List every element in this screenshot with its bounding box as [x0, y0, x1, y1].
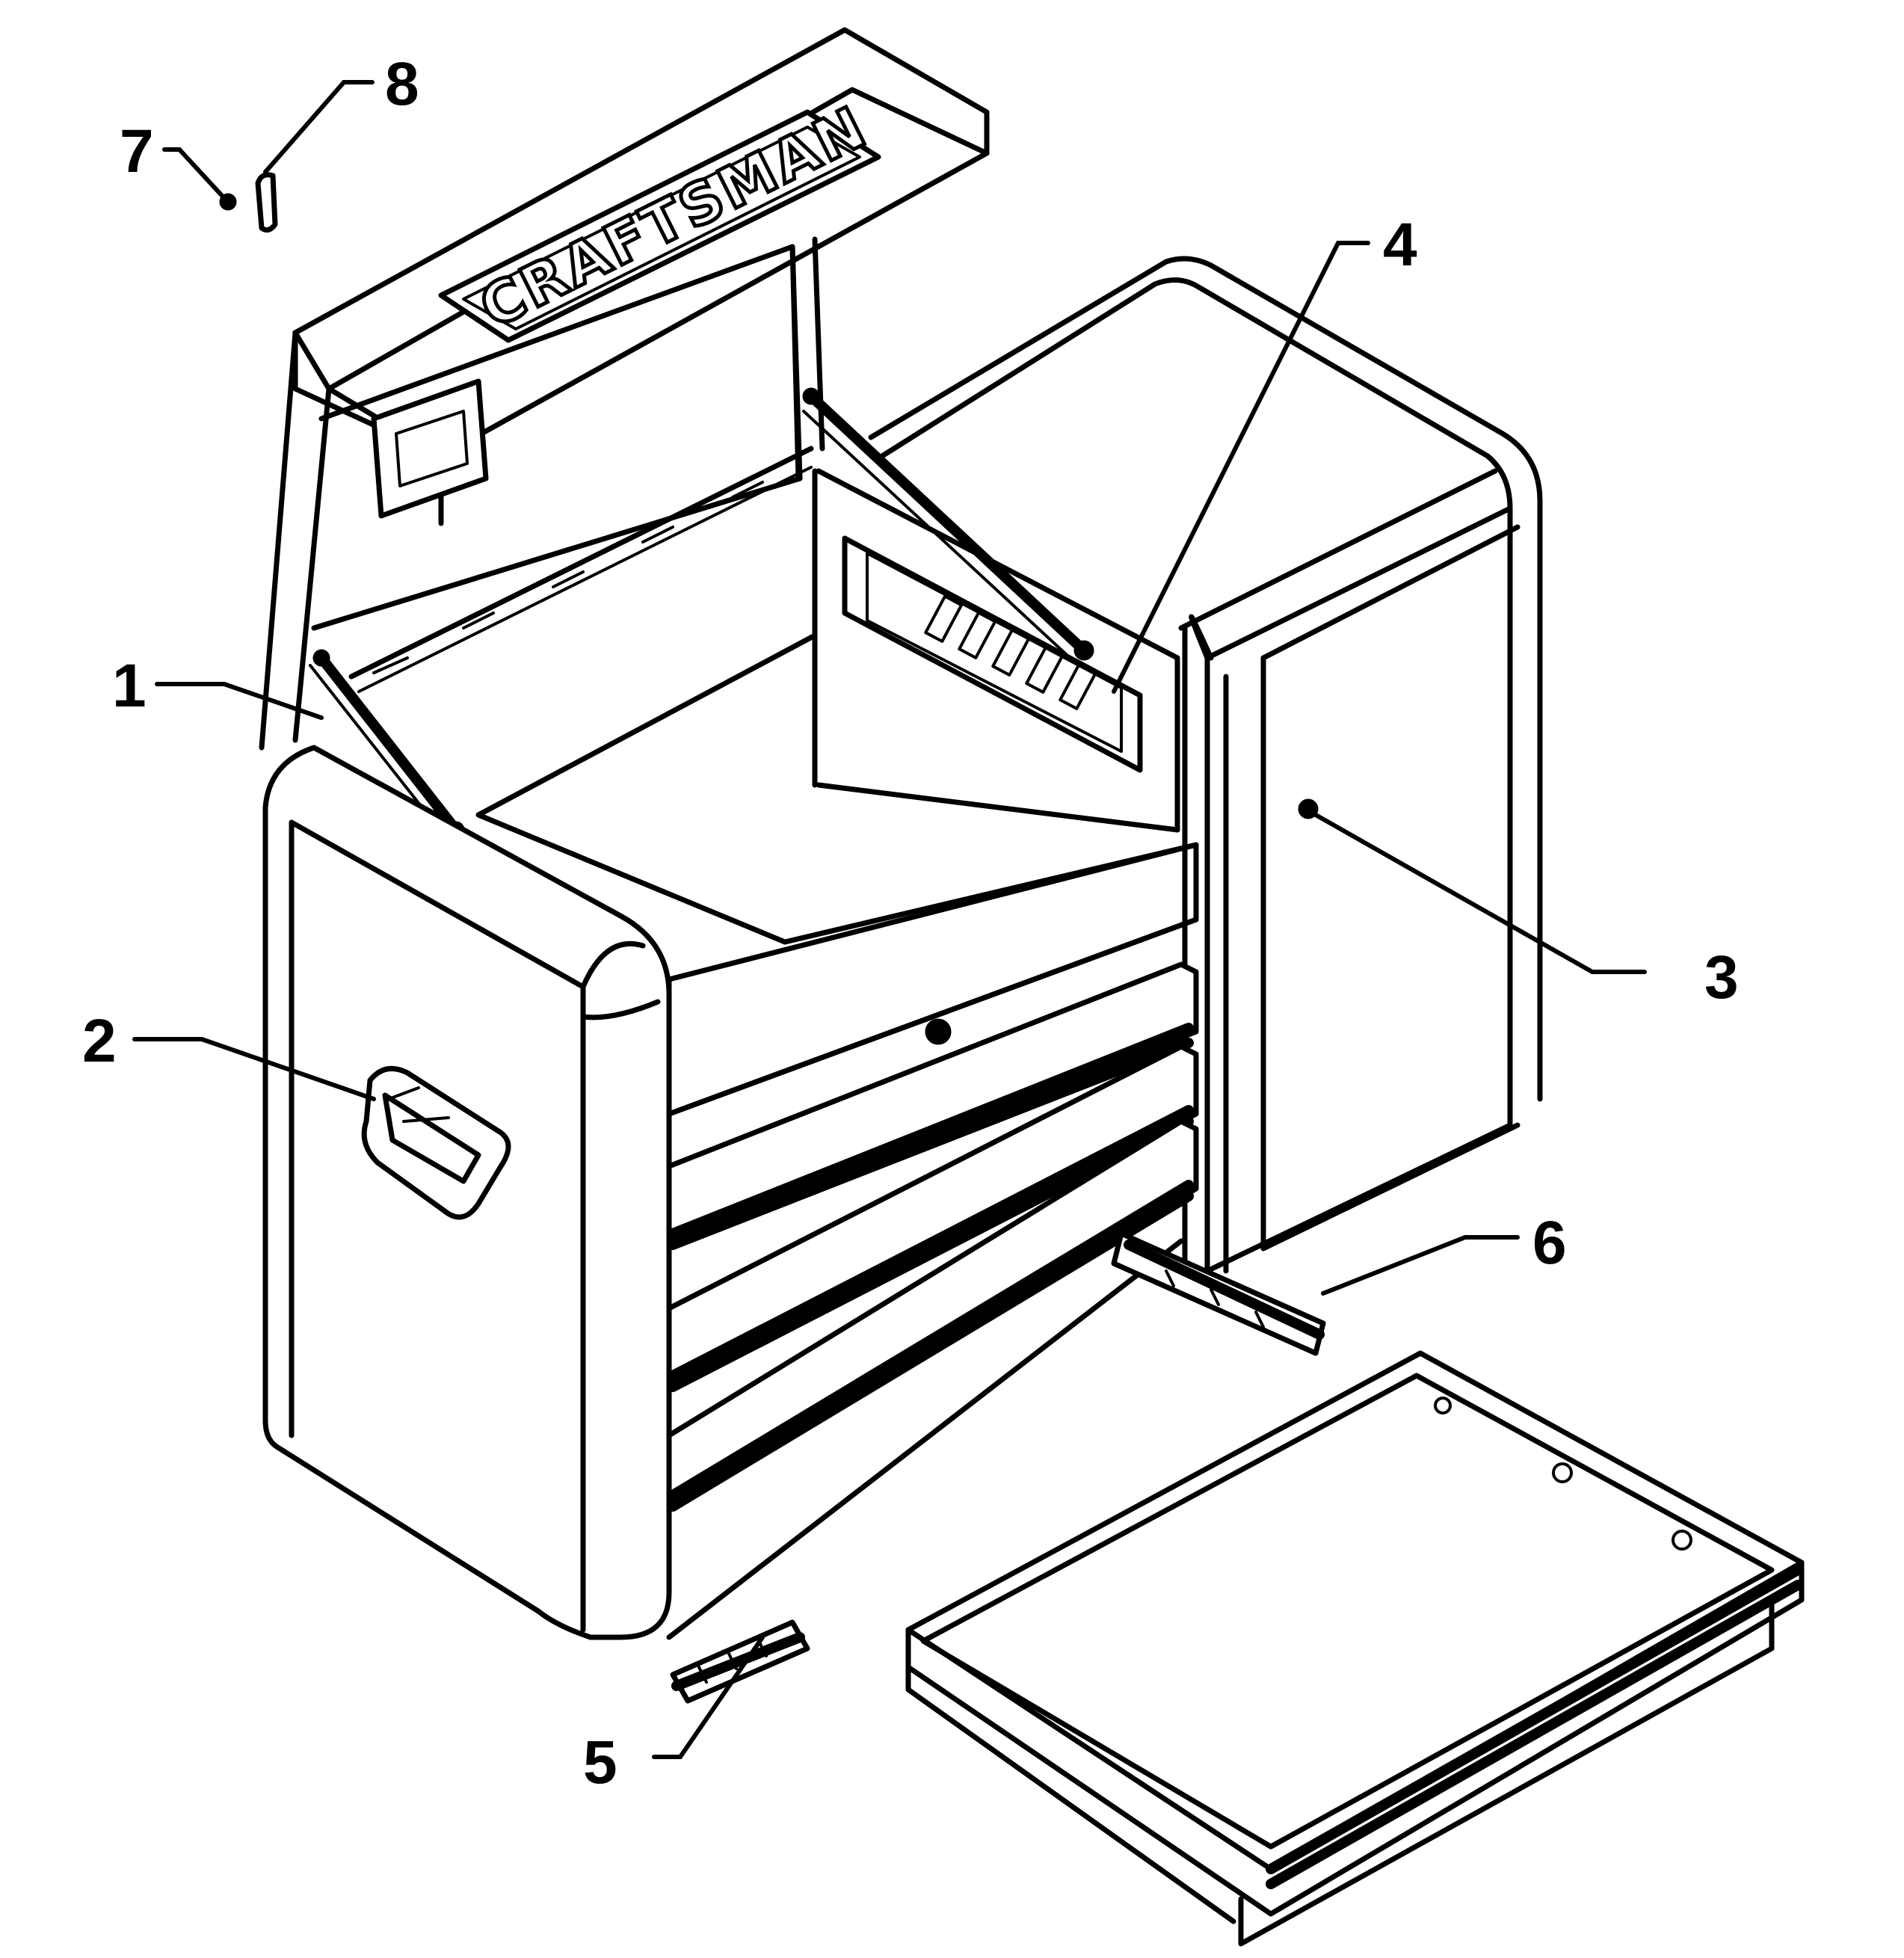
inner-rail-left	[348, 446, 814, 680]
callout-8: 8	[385, 50, 419, 118]
side-screw	[1298, 798, 1319, 819]
side-handle	[361, 1065, 511, 1220]
callout-2: 2	[82, 1007, 117, 1075]
tray-floor	[475, 632, 1199, 945]
callout-4: 4	[1383, 211, 1417, 279]
chest-body-rear	[812, 256, 1543, 1274]
back-wall-logo-marks	[924, 594, 1098, 710]
callout-1: 1	[112, 652, 147, 720]
lock-parts	[219, 172, 278, 233]
loose-drawer	[905, 1350, 1805, 1947]
drawer-slide-left	[670, 1619, 810, 1704]
callout-3: 3	[1704, 943, 1739, 1012]
drawer-slide-right	[1111, 1231, 1326, 1356]
callout-leaders	[132, 80, 1647, 1759]
front-drawers	[666, 842, 1199, 1640]
callout-labels: 1 2 3 4 5 6 7 8	[82, 50, 1739, 1797]
chest-left-side	[262, 745, 672, 1640]
callout-5: 5	[583, 1728, 617, 1797]
chest-lid: CRAFTSMAN	[259, 27, 990, 751]
lid-support-stays	[309, 387, 1094, 843]
callout-7: 7	[120, 117, 154, 185]
callout-6: 6	[1532, 1209, 1567, 1277]
